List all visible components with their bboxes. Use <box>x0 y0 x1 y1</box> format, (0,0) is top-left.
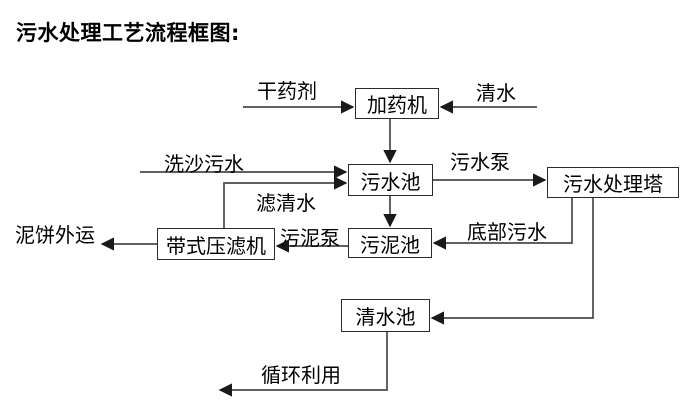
node-sludge-pool: 污泥池 <box>348 228 432 258</box>
flow-line-filtered-water-to-sewage-pool <box>223 176 348 228</box>
node-doser: 加药机 <box>355 88 439 119</box>
node-belt-filter-press: 带式压滤机 <box>157 228 275 260</box>
node-treatment-tower: 污水处理塔 <box>547 167 679 198</box>
diagram-title: 污水处理工艺流程框图: <box>16 21 240 45</box>
label-dry-agent: 干药剂 <box>257 79 317 103</box>
node-clean-water-pool: 清水池 <box>341 299 430 332</box>
label-sludge-pump: 污泥泵 <box>280 226 340 250</box>
label-mud-cake-out: 泥饼外运 <box>15 223 95 247</box>
flow-line-recycle-out <box>218 332 388 397</box>
label-sand-washing-sewage: 洗沙污水 <box>164 152 244 176</box>
flow-line-bottom-sewage-to-sludge-pool <box>432 198 573 250</box>
label-recycle-use: 循环利用 <box>261 363 341 387</box>
node-sewage-pool: 污水池 <box>348 164 433 196</box>
label-clean-water: 清水 <box>476 81 516 105</box>
flow-line-tower-to-clean-pool <box>430 198 594 325</box>
label-sewage-pump: 污水泵 <box>450 150 510 174</box>
label-bottom-sewage: 底部污水 <box>467 220 547 244</box>
label-filtered-water: 滤清水 <box>256 191 316 215</box>
